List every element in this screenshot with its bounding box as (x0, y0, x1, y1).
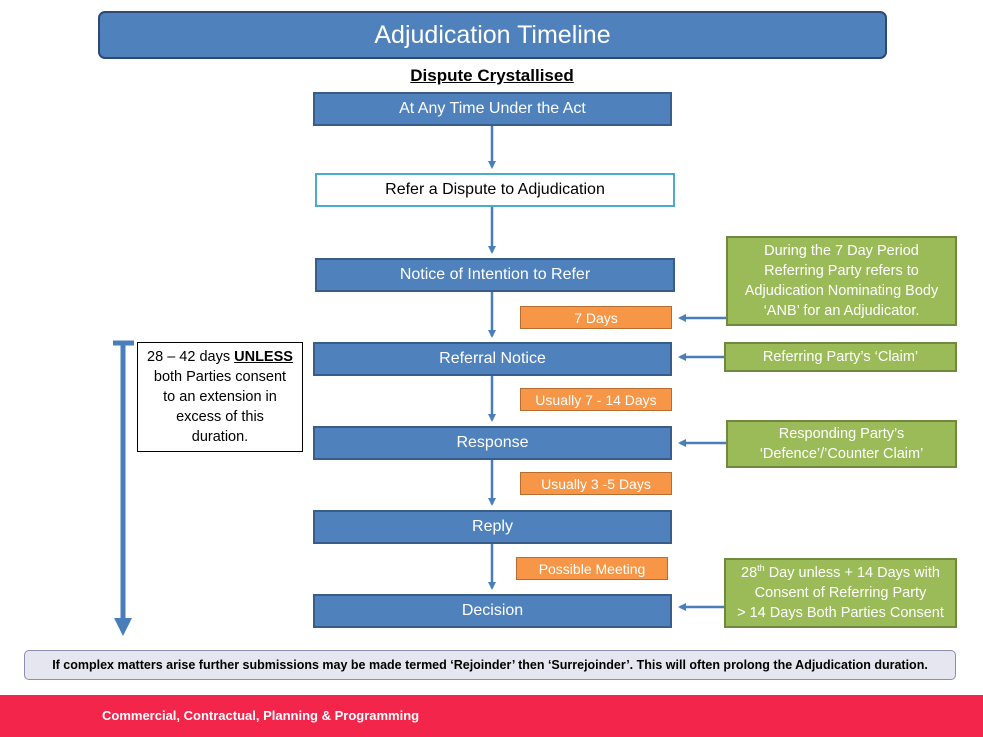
duration-possible-meeting: Possible Meeting (516, 557, 668, 580)
step-response: Response (313, 426, 672, 460)
step-decision: Decision (313, 594, 672, 628)
note-decision-rest: Day unless + 14 Days with (764, 565, 940, 581)
duration-bar-head (114, 618, 132, 636)
side-box-line: duration. (191, 429, 249, 445)
step-any-time: At Any Time Under the Act (313, 92, 672, 126)
note-decision-day: 28 (741, 565, 758, 581)
duration-7-days: 7 Days (520, 306, 672, 329)
note-anb-line: ‘ANB’ for an Adjudicator. (763, 303, 920, 319)
footer-band-text: Commercial, Contractual, Planning & Prog… (102, 708, 420, 723)
side-box-line: both Parties consent (153, 369, 287, 385)
note-anb-line: During the 7 Day Period (764, 243, 919, 259)
note-anb-line: Referring Party refers to (764, 263, 919, 279)
side-box-line: to an extension in (163, 389, 277, 405)
duration-3-5-days: Usually 3 -5 Days (520, 472, 672, 495)
subtitle: Dispute Crystallised (410, 66, 574, 85)
note-decision-sup: th (757, 563, 765, 574)
note-claim: Referring Party’s ‘Claim’ (724, 342, 957, 372)
footer-note: If complex matters arise further submiss… (24, 650, 956, 680)
note-defence-line: Responding Party’s (778, 426, 905, 442)
footer-band: Commercial, Contractual, Planning & Prog… (0, 695, 983, 737)
note-anb: During the 7 Day Period Referring Party … (726, 236, 957, 326)
duration-7-14-days: Usually 7 - 14 Days (520, 388, 672, 411)
note-anb-line: Adjudication Nominating Body (744, 283, 939, 299)
note-decision-line: 28th Day unless + 14 Days with (741, 563, 940, 583)
side-box-line: excess of this (176, 409, 264, 425)
note-decision-timing: 28th Day unless + 14 Days with Consent o… (724, 558, 957, 628)
note-decision-line: Consent of Referring Party (754, 585, 927, 601)
side-box-unless: UNLESS (234, 349, 293, 365)
step-notice-of-intention: Notice of Intention to Refer (315, 258, 675, 292)
step-refer-dispute: Refer a Dispute to Adjudication (315, 173, 675, 207)
step-referral-notice: Referral Notice (313, 342, 672, 376)
step-reply: Reply (313, 510, 672, 544)
note-defence: Responding Party’s ‘Defence’/’Counter Cl… (726, 420, 957, 468)
side-box-line: 28 – 42 days UNLESS (138, 347, 302, 367)
side-box-prefix: 28 – 42 days (147, 349, 235, 365)
note-decision-line: > 14 Days Both Parties Consent (737, 605, 944, 621)
page-title: Adjudication Timeline (98, 11, 887, 59)
duration-side-box: 28 – 42 days UNLESS both Parties consent… (137, 342, 303, 452)
note-defence-line: ‘Defence’/’Counter Claim’ (759, 446, 924, 462)
